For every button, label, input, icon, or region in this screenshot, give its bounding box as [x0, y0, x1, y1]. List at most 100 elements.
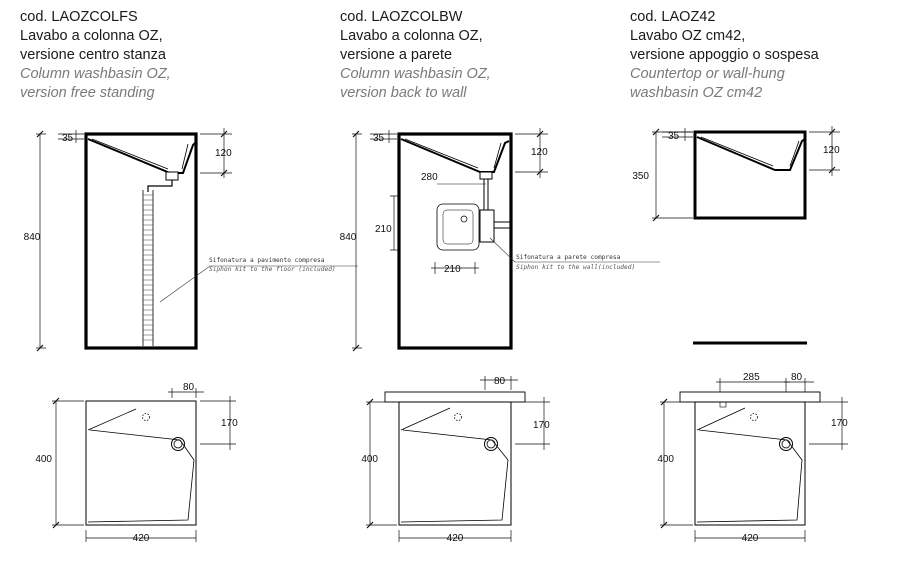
basin-profile: [400, 138, 510, 173]
product-version-it: versione appoggio o sospesa: [630, 47, 819, 63]
drain-hole: [779, 437, 793, 451]
floor-siphon-note-it: Sifonatura a pavimento compresa: [209, 257, 325, 264]
drain-pipe: [147, 180, 173, 192]
dim-350: 350: [632, 171, 649, 182]
drain-hole: [484, 437, 498, 451]
basin-plan-lines: [696, 407, 803, 523]
wall-siphon-pipe: [483, 179, 489, 210]
drain-fitting: [479, 171, 493, 180]
floor-siphon-note-en: Siphon kit to the floor (included): [209, 265, 336, 273]
dim-170: 170: [831, 418, 848, 429]
dim-line-120: [515, 128, 548, 178]
plan-outline: [694, 401, 806, 526]
dim-line-420: [398, 530, 512, 542]
product-version-it: versione centro stanza: [20, 47, 166, 63]
dim-35: 35: [373, 133, 385, 144]
dim-170: 170: [221, 418, 238, 429]
dim-line-170: [200, 396, 236, 450]
dim-line-120: [809, 126, 840, 176]
dim-80: 80: [791, 372, 803, 383]
dim-line-285: [716, 378, 790, 392]
tap-hole: [142, 413, 150, 421]
dim-line-210-v: [390, 195, 398, 251]
dim-line-400: [366, 401, 397, 526]
dim-line-35: [58, 130, 84, 143]
column-outline: [84, 132, 198, 350]
drain-fitting: [165, 171, 179, 181]
dim-840: 840: [24, 232, 41, 243]
product-header-laozcolbw: cod. LAOZCOLBW Lavabo a colonna OZ, vers…: [340, 8, 620, 103]
dim-line-840: [36, 133, 46, 349]
plan-laozcolbw: 400 420 80 170: [361, 376, 550, 544]
dim-35: 35: [62, 133, 74, 144]
tap-hole: [454, 413, 462, 421]
basin-inner-line: [91, 138, 189, 170]
basin-outline: [693, 130, 807, 220]
dim-80: 80: [183, 382, 195, 393]
basin-profile: [87, 138, 197, 174]
dim-400: 400: [35, 454, 52, 465]
dim-420: 420: [133, 533, 150, 544]
basin-inner-line: [700, 136, 800, 167]
dim-line-420: [694, 530, 806, 542]
dim-line-170: [515, 397, 550, 450]
tap-bracket: [719, 401, 727, 408]
wall-siphon-leader: [489, 237, 660, 263]
dim-840: 840: [340, 232, 357, 243]
wall-siphon-note-it: Sifonatura a parete compresa: [516, 254, 621, 261]
dim-line-80: [784, 378, 814, 392]
dim-line-420: [85, 530, 197, 542]
basin-profile: [696, 136, 806, 171]
dim-400: 400: [361, 454, 378, 465]
product-code: cod. LAOZCOLFS: [20, 9, 138, 25]
dim-210-horizontal: 210: [444, 264, 461, 275]
elevation-laozcolfs: Sifonatura a pavimento compresa Siphon k…: [24, 128, 358, 352]
tap-hole: [750, 413, 758, 421]
dim-line-400: [52, 400, 84, 526]
product-name-it: Lavabo OZ cm42,: [630, 28, 746, 44]
drain-hole: [171, 437, 185, 451]
elevation-laoz42: 350 35 120: [632, 126, 840, 345]
dim-120: 120: [531, 147, 548, 158]
dim-line-350: [652, 131, 693, 219]
product-code: cod. LAOZ42: [630, 9, 716, 25]
floor-siphon-leader: [159, 265, 358, 303]
product-name-en: Column washbasin OZ,: [340, 66, 491, 82]
dim-line-120: [200, 128, 232, 178]
dim-120: 120: [823, 145, 840, 156]
column-outline: [397, 132, 513, 350]
dim-line-80: [168, 388, 204, 398]
basin-plan-lines: [87, 408, 195, 523]
product-version-en: version free standing: [20, 85, 155, 101]
dim-line-80: [480, 376, 518, 390]
elevation-laozcolbw: Sifonatura a parete compresa Siphon kit …: [340, 128, 660, 352]
wall-opening: [436, 203, 480, 251]
product-name-en: Countertop or wall-hung: [630, 66, 785, 82]
dim-400: 400: [657, 454, 674, 465]
plan-outline: [85, 400, 197, 526]
wall-siphon-body: [479, 209, 495, 243]
dim-line-35: [370, 130, 397, 143]
product-version-en: version back to wall: [340, 85, 467, 101]
wall-slab: [384, 391, 526, 403]
plan-laozcolfs: 400 420 80 170: [35, 382, 238, 544]
dim-285: 285: [743, 372, 760, 383]
dim-170: 170: [533, 420, 550, 431]
dim-420: 420: [742, 533, 759, 544]
floor-siphon-hose: [142, 190, 154, 346]
product-name-it: Lavabo a colonna OZ,: [340, 28, 483, 44]
dim-line-400: [660, 401, 693, 526]
dim-420: 420: [447, 533, 464, 544]
hose-ribs: [143, 194, 153, 341]
dim-line-170: [809, 397, 848, 450]
product-version-en: washbasin OZ cm42: [630, 85, 763, 101]
dim-35: 35: [668, 131, 680, 142]
product-version-it: versione a parete: [340, 47, 453, 63]
basin-inner-line: [404, 138, 502, 169]
dim-210-vertical: 210: [375, 224, 392, 235]
plan-laoz42: 400 420 285 80 170: [657, 372, 848, 544]
product-name-it: Lavabo a colonna OZ,: [20, 28, 163, 44]
dim-80: 80: [494, 376, 506, 387]
product-header-laoz42: cod. LAOZ42 Lavabo OZ cm42, versione app…: [630, 8, 900, 103]
